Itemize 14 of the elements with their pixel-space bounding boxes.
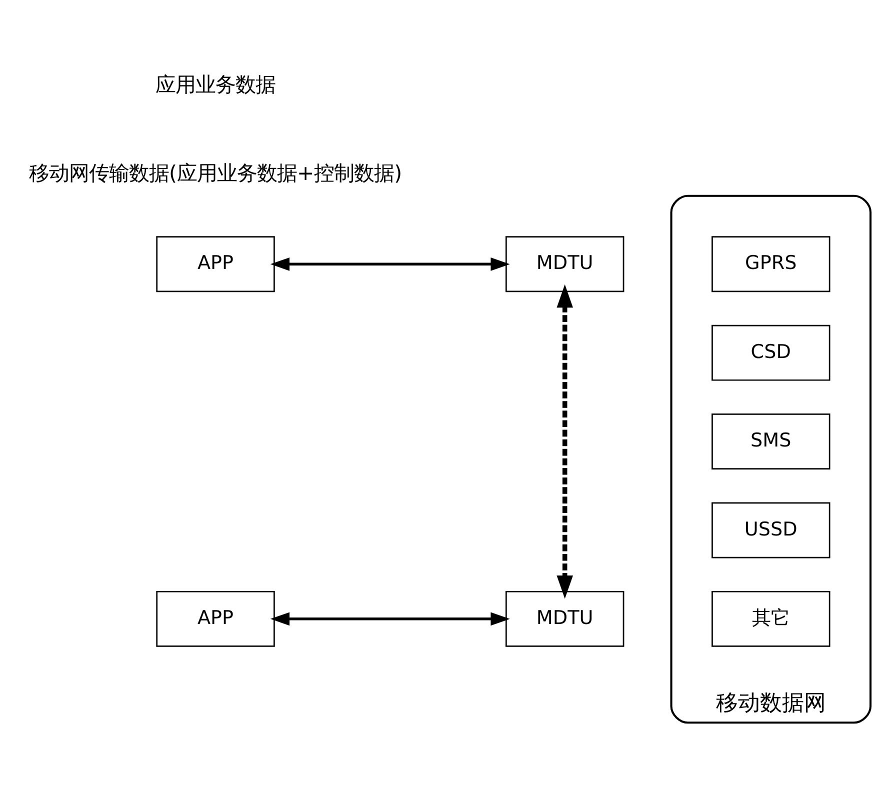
node-box: GPRS (712, 236, 830, 292)
node-box: APP (156, 590, 275, 646)
node-box: 其它 (712, 590, 830, 646)
node-box: CSD (712, 324, 830, 380)
legend-label: 应用业务数据 (156, 72, 276, 96)
node-box: MDTU (506, 590, 624, 646)
arrow (270, 612, 510, 626)
node-box: APP (156, 236, 275, 292)
legend-label: 移动网传输数据(应用业务数据+控制数据) (28, 160, 402, 185)
arrow (556, 284, 573, 598)
node-box: MDTU (506, 236, 624, 292)
node-box: SMS (712, 413, 830, 469)
arrow (270, 256, 510, 270)
node-box: USSD (712, 502, 830, 558)
